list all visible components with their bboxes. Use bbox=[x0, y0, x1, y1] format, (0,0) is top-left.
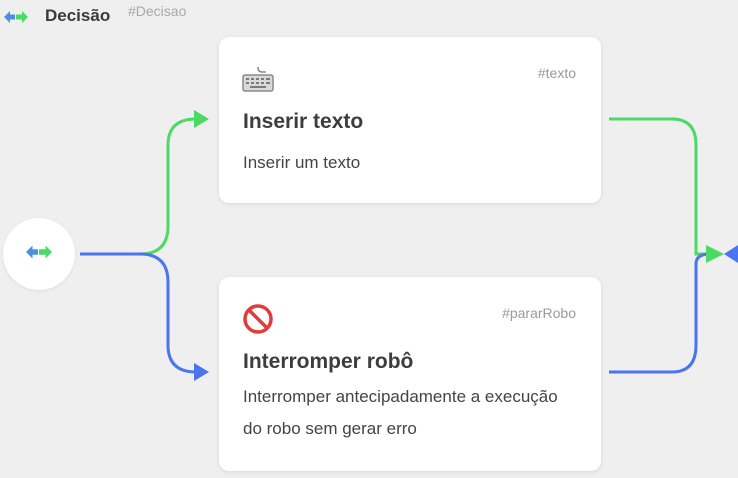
arrowhead-blue bbox=[194, 363, 209, 381]
decision-start-node[interactable] bbox=[3, 218, 75, 290]
arrowhead-merge-green bbox=[706, 245, 724, 263]
card-title: Inserir texto bbox=[243, 110, 364, 133]
page-tag: #Decisao bbox=[128, 3, 187, 19]
card-title: Interromper robô bbox=[243, 350, 414, 373]
card-interromper-robo[interactable]: #pararRobo Interromper robô Interromper … bbox=[219, 277, 601, 471]
card-description: Interromper antecipadamente a execução d… bbox=[243, 387, 558, 438]
arrowhead-merge-blue bbox=[724, 245, 738, 263]
decision-arrows-icon bbox=[4, 10, 28, 23]
stop-sign-icon bbox=[242, 303, 274, 335]
card-description: Inserir um texto bbox=[243, 153, 361, 172]
arrowhead-green bbox=[194, 110, 209, 128]
card-tag: #pararRobo bbox=[502, 305, 576, 321]
card-tag: #texto bbox=[537, 65, 576, 81]
keyboard-icon bbox=[242, 63, 274, 95]
card-inserir-texto[interactable]: #texto Inserir texto Inserir um texto bbox=[219, 37, 601, 203]
page-title: Decisão bbox=[45, 6, 111, 25]
decision-arrows-icon bbox=[26, 245, 52, 264]
